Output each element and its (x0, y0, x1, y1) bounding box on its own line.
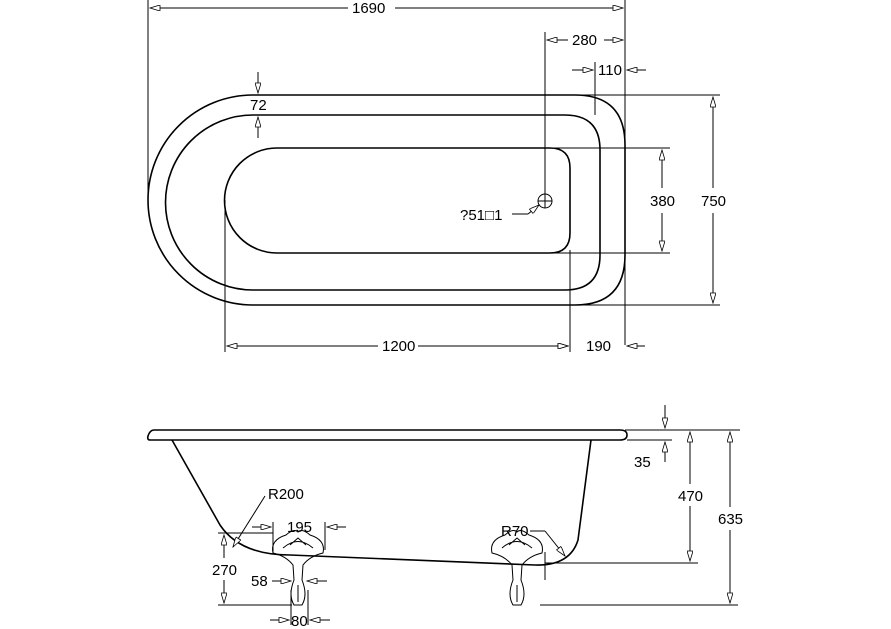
dim-overall-length: 1690 (352, 0, 385, 17)
dim-rim-end: 110 (598, 62, 622, 79)
dim-overall-width: 750 (701, 193, 726, 210)
drain-icon (537, 193, 553, 209)
dim-overall-height: 635 (718, 511, 743, 528)
rim-profile (146, 429, 628, 441)
dim-rim-thickness: 35 (634, 454, 651, 471)
label-radius-right: R70 (501, 523, 529, 540)
dim-inner-width: 380 (650, 193, 675, 210)
tub-body-profile (171, 439, 592, 566)
dim-inner-length: 1200 (382, 338, 415, 355)
inner-rim-outline (164, 114, 601, 291)
dim-foot-height: 270 (212, 562, 237, 579)
dim-rim-side: 72 (250, 97, 267, 114)
drain-label: ?51□1 (460, 207, 502, 224)
dim-drain-offset: 280 (572, 32, 597, 49)
label-radius-left: R200 (268, 486, 304, 503)
dim-foot-width: 195 (287, 519, 312, 536)
outer-rim-outline (147, 94, 626, 306)
top-view: ?51□1 1690 280 110 72 380 750 (147, 0, 726, 355)
dim-toe-width: 80 (291, 613, 308, 629)
dim-depth: 470 (678, 488, 703, 505)
dim-end-offset: 190 (586, 338, 611, 355)
left-claw-foot-icon (272, 530, 324, 606)
side-view: 35 470 635 R200 270 195 58 (146, 405, 743, 629)
basin-outline (223, 147, 571, 254)
right-claw-foot-icon (491, 530, 543, 606)
dim-leg-width: 58 (251, 573, 268, 590)
